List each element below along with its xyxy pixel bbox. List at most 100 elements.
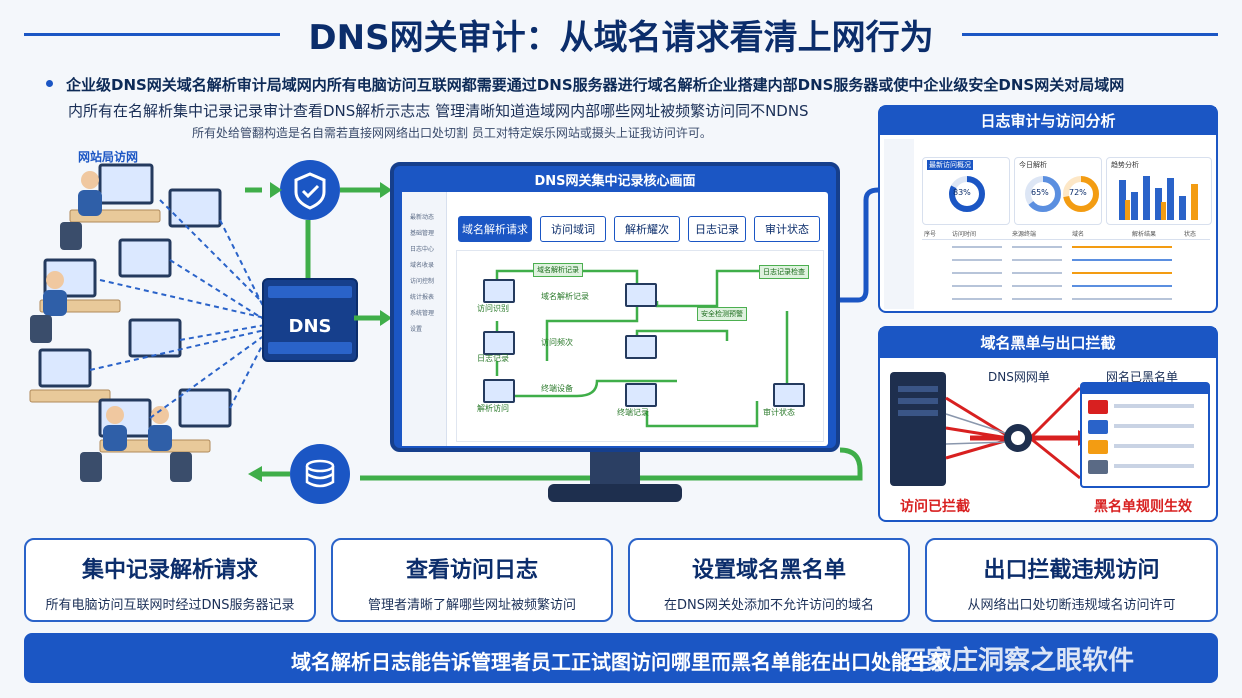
th-4: 解析结果 [1132,231,1157,238]
intro-line-2: 内所有在名解析集中记录记录审计查看DNS解析示志志 管理清晰知道造域网内部哪些网… [68,102,809,120]
node-device-3 [483,331,515,355]
network-scene: 网站局访网 [20,140,270,510]
central-screen: 最新动态 基础管理 日志中心 域名收录 访问控制 统计报表 系统管理 设置 域名… [402,192,828,446]
node-label-3: 访问频次 [541,338,573,347]
th-2: 来源终端 [1012,231,1037,238]
node-box-3: 安全检测预警 [697,307,747,321]
database-icon [290,444,350,504]
node-label-8: 审计状态 [763,408,795,417]
monitor-stand [590,452,640,486]
log-sidebar [884,139,914,309]
tab-domain-request[interactable]: 域名解析请求 [458,216,532,242]
widget-today-stat-1: 65% [1031,188,1049,197]
flow-diagram: 域名解析记录 日志记录检查 安全检测预警 域名解析记录 访问识别 访问频次 日志… [456,250,824,442]
widget-trend: 趋势分析 [1106,157,1212,225]
tab-resolve-count[interactable]: 解析耀次 [614,216,680,242]
node-label-1: 域名解析记录 [541,292,589,301]
blacklist-line-3 [1114,444,1194,448]
server-tower-slot-1 [898,386,938,392]
card-view-logs: 查看访问日志 管理者清晰了解哪些网址被频繁访问 [331,538,613,622]
trend-bars [1119,176,1198,220]
central-sidebar: 最新动态 基础管理 日志中心 域名收录 访问控制 统计报表 系统管理 设置 [402,192,447,446]
bullet-dot [46,80,53,87]
office-illustration [29,163,266,482]
central-monitor-header: DNS网关集中记录核心画面 [534,174,696,189]
log-table: 序号 访问时间 来源终端 域名 解析结果 状态 [922,229,1210,309]
footer-banner [24,633,1218,683]
card-title-1: 查看访问日志 [405,558,538,583]
th-5: 状态 [1184,231,1197,238]
node-box-1: 域名解析记录 [533,263,583,277]
node-device-2 [625,283,657,307]
card-desc-3: 从网络出口处切断违规域名访问许可 [967,598,1176,613]
network-label: 网站局访网 [78,150,139,164]
card-desc-1: 管理者清晰了解哪些网址被频繁访问 [367,598,576,613]
server-tower-slot-3 [898,410,938,416]
sidebar-item-0[interactable]: 最新动态 [410,214,435,221]
th-0: 序号 [924,231,937,238]
dns-server-top [268,286,352,298]
node-label-7: 终端记录 [617,408,649,417]
title-line-left [24,33,280,36]
sidebar-item-4[interactable]: 访问控制 [410,278,435,285]
node-label-6: 解析访问 [477,404,509,413]
node-device-4 [625,335,657,359]
server-tower-slot-2 [898,398,938,404]
node-label-4: 日志记录 [477,354,509,363]
blocked-label: 访问已拦截 [900,499,970,515]
blacklist-line-1 [1114,404,1194,408]
node-label-2: 访问识别 [477,304,509,313]
blacklist-row-2 [1088,420,1108,434]
blacklist-window [1080,382,1210,488]
intro-line-1: 企业级DNS网关域名解析审计局域网内所有电脑访问互联网都需要通过DNS服务器进行… [66,76,1125,94]
blacklist-row-3 [1088,440,1108,454]
widget-today-title: 今日解析 [1019,161,1047,169]
widget-trend-title: 趋势分析 [1111,161,1139,169]
blacklist-header: 域名黑单与出口拦截 [880,328,1216,358]
blacklist-window-bar [1082,384,1208,394]
card-desc-2: 在DNS网关处添加不允许访问的域名 [664,598,874,613]
sidebar-item-3[interactable]: 域名收录 [410,262,435,269]
tab-log-record[interactable]: 日志记录 [688,216,746,242]
sidebar-item-1[interactable]: 基础管理 [410,230,435,237]
shield-check-icon [280,160,340,220]
dns-server-bottom [268,342,352,354]
watermark: 石家庄洞察之眼软件 [900,646,1135,676]
widget-overview: 最新访问概况 83% [922,157,1010,225]
node-device-7 [773,383,805,407]
node-device-1 [483,279,515,303]
log-audit-header: 日志审计与访问分析 [880,107,1216,135]
blacklist-panel: 域名黑单与出口拦截 DNS网网单 网名已黑名单 访问已拦截 黑名单规则生效 [878,326,1218,522]
tab-access-domain[interactable]: 访问域词 [540,216,606,242]
log-table-rows [952,246,1172,300]
page-title: DNS网关审计：从域名请求看清上网行为 [308,18,934,58]
sidebar-item-7[interactable]: 设置 [410,326,423,333]
node-device-6 [625,383,657,407]
card-title-3: 出口拦截违规访问 [983,558,1160,583]
blacklist-line-2 [1114,424,1194,428]
dns-server: DNS [262,278,358,362]
widget-today-stat-2: 72% [1069,188,1087,197]
sidebar-item-6[interactable]: 系统管理 [410,310,435,317]
node-box-2: 日志记录检查 [759,265,809,279]
card-central-record: 集中记录解析请求 所有电脑访问互联网时经过DNS服务器记录 [24,538,316,622]
blacklist-line-4 [1114,464,1194,468]
central-monitor: DNS网关集中记录核心画面 最新动态 基础管理 日志中心 域名收录 访问控制 统… [390,162,840,452]
node-device-5 [483,379,515,403]
sidebar-item-5[interactable]: 统计报表 [410,294,435,301]
widget-overview-stat: 83% [953,188,971,197]
log-table-header: 序号 访问时间 来源终端 域名 解析结果 状态 [922,229,1210,240]
th-1: 访问时间 [952,231,977,238]
sidebar-item-2[interactable]: 日志中心 [410,246,435,253]
blacklist-row-4 [1088,460,1108,474]
log-audit-panel: 日志审计与访问分析 最新访问概况 83% 今日解析 65% 72% 趋势分析 序… [878,105,1218,313]
tab-audit-status[interactable]: 审计状态 [754,216,820,242]
card-set-blacklist: 设置域名黑名单 在DNS网关处添加不允许访问的域名 [628,538,910,622]
intro-line-3: 所有处给管翻构造是名自需若直接网网络出口处切割 员工对特定娱乐网站或摄头上证我访… [192,126,712,140]
server-tower [890,372,946,486]
card-exit-block: 出口拦截违规访问 从网络出口处切断违规域名访问许可 [925,538,1218,622]
title-line-right [962,33,1218,36]
dns-server-label: DNS [288,316,332,337]
blacklist-row-1 [1088,400,1108,414]
